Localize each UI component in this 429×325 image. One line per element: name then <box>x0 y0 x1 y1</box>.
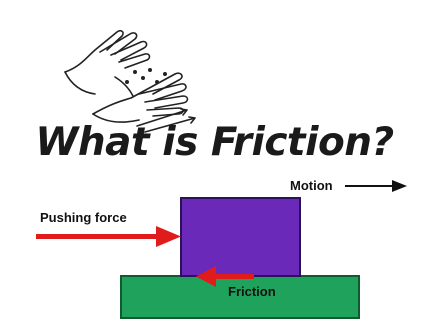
friction-label: Friction <box>228 284 276 299</box>
motion-label: Motion <box>290 178 333 193</box>
pushed-block <box>180 197 301 277</box>
motion-arrow <box>345 180 407 192</box>
rubbing-hands-icon <box>55 22 205 134</box>
page-title: What is Friction? <box>0 120 429 165</box>
pushing-force-label: Pushing force <box>40 210 127 225</box>
pushing-force-arrow <box>36 226 181 247</box>
